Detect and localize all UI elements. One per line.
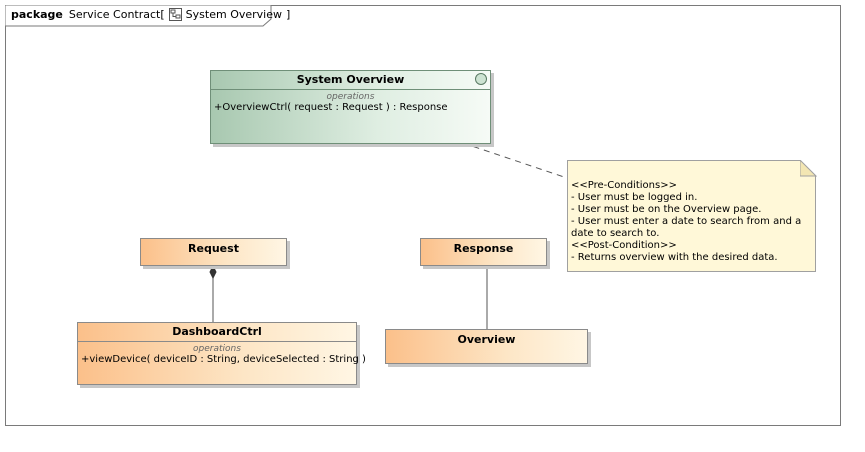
overview-class[interactable]: Overview — [385, 329, 588, 364]
note-line: <<Pre-Conditions>> — [571, 180, 677, 191]
diagram-name: System Overview — [185, 8, 282, 21]
frame-tab — [5, 5, 272, 27]
note-anchor-line — [462, 142, 568, 179]
requirements-note[interactable]: <<Pre-Conditions>> - User must be logged… — [567, 160, 816, 272]
diagram-frame — [5, 5, 841, 426]
system-overview-class[interactable]: System Overview operations +OverviewCtrl… — [210, 70, 491, 144]
overview-title: Overview — [457, 333, 516, 346]
request-class[interactable]: Request — [140, 238, 287, 266]
note-line: date to search to. — [571, 228, 660, 239]
system-overview-title: System Overview — [211, 71, 490, 90]
note-line: <<Post-Condition>> — [571, 240, 677, 251]
request-title: Request — [188, 242, 239, 255]
bracket-open: [ — [160, 8, 165, 21]
interface-circle-icon — [475, 73, 487, 85]
note-line: - Returns overview with the desired data… — [571, 252, 778, 263]
system-overview-ops-label: operations — [326, 92, 375, 102]
dashboardctrl-operation: +viewDevice( deviceID : String, deviceSe… — [81, 354, 366, 365]
diagram-icon — [168, 8, 182, 21]
response-title: Response — [453, 242, 514, 255]
response-class[interactable]: Response — [420, 238, 547, 266]
dashboardctrl-ops-label: operations — [193, 344, 241, 354]
system-overview-operation: +OverviewCtrl( request : Request ) : Res… — [214, 102, 448, 113]
frame-keyword: package — [11, 8, 63, 21]
bracket-close: ] — [285, 8, 291, 21]
dashboardctrl-title: DashboardCtrl — [78, 323, 356, 342]
dashboardctrl-class[interactable]: DashboardCtrl operations +viewDevice( de… — [77, 322, 366, 385]
note-fold-icon — [800, 160, 817, 177]
note-line: - User must enter a date to search from … — [571, 216, 802, 227]
frame-label: package Service Contract [ System Overvi… — [11, 8, 290, 21]
package-name: Service Contract — [68, 8, 161, 21]
note-line: - User must be logged in. — [571, 192, 698, 203]
note-body: <<Pre-Conditions>> - User must be logged… — [568, 161, 815, 264]
composition-diamond-icon — [209, 264, 217, 280]
note-line: - User must be on the Overview page. — [571, 204, 762, 215]
